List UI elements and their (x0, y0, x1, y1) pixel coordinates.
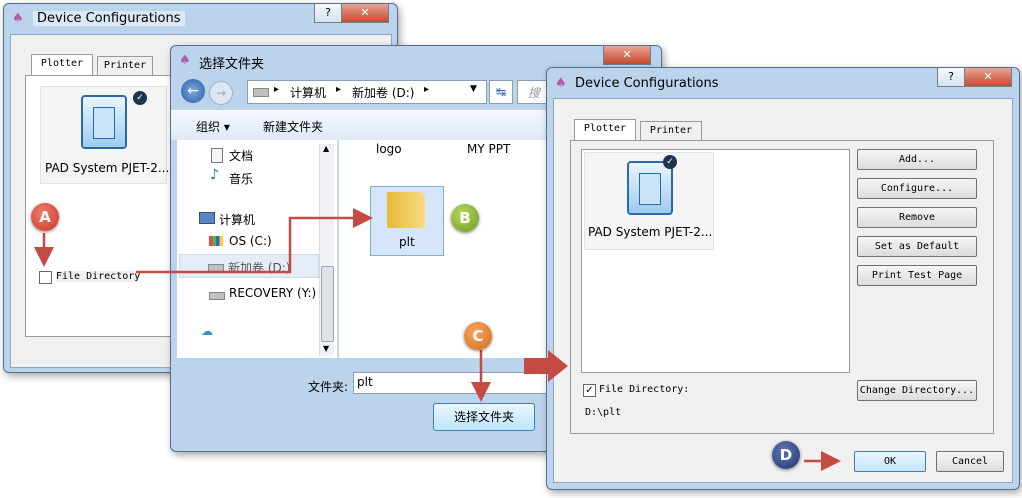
nav-item-documents[interactable]: 文档 (229, 149, 254, 163)
device-list: ✓ PAD System PJET-2... (581, 149, 850, 373)
arrow-to-right-dialog (524, 350, 568, 382)
windows-drive-icon (209, 236, 223, 246)
tab-printer[interactable]: Printer (97, 56, 153, 75)
search-placeholder: 搜 (528, 86, 541, 100)
folder-label: 文件夹: (308, 380, 349, 394)
badge-a: A (31, 203, 59, 231)
badge-d: D (772, 441, 800, 469)
device-name: PAD System PJET-2... (588, 225, 713, 239)
select-folder-button[interactable]: 选择文件夹 (433, 403, 535, 431)
chevron-up-icon[interactable]: ▲ (323, 144, 330, 153)
folder-titlebar: ♠ 选择文件夹 ✕ (171, 46, 661, 74)
breadcrumb-computer[interactable]: 计算机 (290, 86, 327, 100)
tab-printer[interactable]: Printer (640, 121, 702, 140)
nav-item-computer[interactable]: 计算机 (219, 213, 256, 227)
chevron-down-icon[interactable]: ▼ (470, 84, 477, 94)
music-icon: ♪ (210, 167, 219, 183)
folder-icon (387, 192, 425, 228)
nav-item-recovery-y[interactable]: RECOVERY (Y:) (229, 286, 317, 300)
printer-icon (81, 95, 127, 149)
network-icon: ☁ (201, 324, 213, 338)
forward-button[interactable]: → (209, 81, 233, 105)
app-icon: ♠ (179, 53, 191, 68)
file-item-logo[interactable]: logo (376, 142, 402, 156)
device-tile[interactable]: ✓ PAD System PJET-2... (584, 152, 714, 250)
right-device-config-window: ♠ Device Configurations ? ✕ Plotter Prin… (546, 67, 1020, 490)
chevron-down-icon[interactable]: ▼ (323, 344, 330, 353)
check-icon: ✓ (663, 155, 677, 169)
set-as-default-button[interactable]: Set as Default (857, 236, 977, 257)
app-icon: ♠ (12, 11, 24, 26)
right-titlebar: ♠ Device Configurations ? ✕ (547, 68, 1019, 96)
file-directory-checkbox[interactable] (39, 271, 52, 284)
badge-b: B (451, 204, 479, 232)
close-button[interactable]: ✕ (341, 4, 389, 23)
plotter-tab-panel: ✓ PAD System PJET-2... Add... Configure.… (570, 140, 994, 434)
badge-c: C (464, 322, 492, 350)
refresh-button[interactable]: ↹ (489, 80, 513, 104)
nav-item-os-c[interactable]: OS (C:) (229, 234, 272, 248)
nav-scrollbar[interactable]: ▲ ▼ (319, 144, 334, 356)
drive-icon (253, 88, 269, 97)
close-button[interactable]: ✕ (603, 46, 651, 65)
breadcrumb-drive[interactable]: 新加卷 (D:) (352, 86, 415, 100)
new-folder-button[interactable]: 新建文件夹 (263, 120, 324, 134)
ok-button[interactable]: OK (854, 451, 926, 472)
file-directory-label: File Directory (56, 271, 141, 282)
app-icon: ♠ (555, 76, 567, 91)
folder-window-title: 选择文件夹 (199, 57, 265, 72)
file-directory-label: File Directory: (599, 384, 690, 395)
navigation-pane: 文档 ♪ 音乐 计算机 OS (C:) 新加卷 (D:) RECOVERY (Y… (177, 140, 338, 358)
print-test-page-button[interactable]: Print Test Page (857, 265, 977, 286)
remove-button[interactable]: Remove (857, 207, 977, 228)
computer-icon (199, 212, 215, 224)
folder-name-plt: plt (399, 235, 415, 249)
device-tile[interactable]: ✓ PAD System PJET-2... (40, 86, 170, 184)
left-titlebar: ♠ Device Configurations ? ✕ (4, 4, 397, 32)
drive-icon (209, 292, 225, 300)
chevron-right-icon: ▸ (336, 84, 342, 95)
file-directory-checkbox[interactable]: ✓ (583, 384, 596, 397)
organize-menu[interactable]: 组织 ▾ (196, 120, 230, 134)
tab-plotter[interactable]: Plotter (31, 54, 93, 75)
right-window-title: Device Configurations (575, 76, 719, 91)
configure-button[interactable]: Configure... (857, 178, 977, 199)
directory-path: D:\plt (585, 407, 622, 418)
change-directory-button[interactable]: Change Directory... (857, 380, 977, 401)
cancel-button[interactable]: Cancel (936, 451, 1004, 472)
close-button[interactable]: ✕ (964, 68, 1012, 87)
printer-icon (627, 161, 673, 215)
folder-input-value: plt (357, 375, 373, 389)
chevron-right-icon: ▸ (274, 84, 280, 95)
arrow-a-to-folder (136, 208, 373, 274)
folder-item-plt[interactable]: plt (370, 186, 444, 256)
chevron-right-icon: ▸ (424, 84, 430, 95)
address-bar[interactable]: ▸ 计算机 ▸ 新加卷 (D:) ▸ ▼ (247, 80, 487, 104)
document-icon (211, 148, 223, 163)
device-name: PAD System PJET-2... (45, 161, 170, 175)
file-item-my-ppt[interactable]: MY PPT (467, 142, 511, 156)
back-button[interactable]: ← (181, 79, 205, 103)
right-client-area: Plotter Printer ✓ PAD System PJET-2... A… (553, 98, 1013, 483)
left-window-title: Device Configurations (33, 11, 185, 26)
check-icon: ✓ (133, 91, 147, 105)
add-button[interactable]: Add... (857, 149, 977, 170)
scroll-thumb[interactable] (321, 266, 334, 342)
tab-plotter[interactable]: Plotter (574, 119, 636, 140)
nav-item-music[interactable]: 音乐 (229, 172, 254, 186)
